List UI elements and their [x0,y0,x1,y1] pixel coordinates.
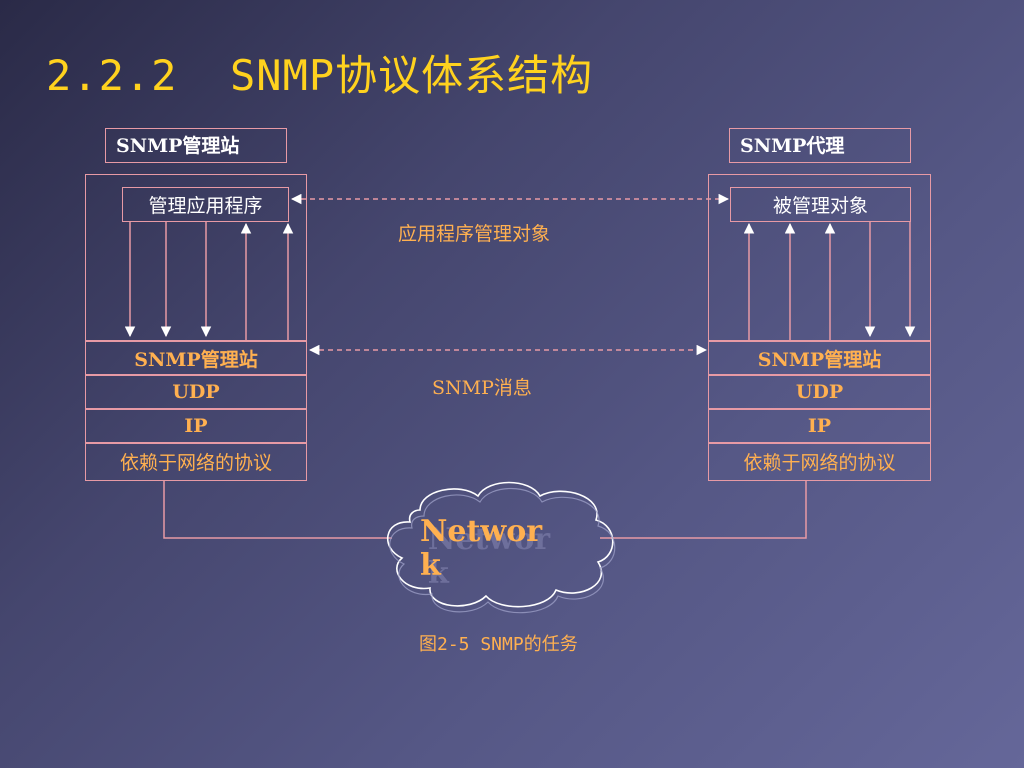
left-stack-udp: UDP [85,374,307,410]
msg-link-label: SNMP消息 [432,377,532,399]
right-outer-box [708,174,931,342]
left-stack-network-protocol: 依赖于网络的协议 [85,442,307,481]
network-label: Network [420,514,543,583]
right-stack-network-protocol: 依赖于网络的协议 [708,442,931,481]
left-network-line [163,480,392,539]
network-label-shadow: Network [428,522,551,591]
network-cloud-icon [386,481,616,614]
right-stack-snmp: SNMP管理站 [708,340,931,376]
right-stack-udp: UDP [708,374,931,410]
left-outer-box [85,174,307,342]
slide-title: 2.2.2 SNMP协议体系结构 [46,51,594,100]
app-link-label: 应用程序管理对象 [398,223,551,245]
right-stack-ip: IP [708,408,931,444]
right-header-label: SNMP代理 [740,135,845,157]
right-app-box: 被管理对象 [730,187,911,222]
left-stack-ip: IP [85,408,307,444]
right-network-line [600,480,807,539]
left-app-box: 管理应用程序 [122,187,289,222]
left-header-box [105,128,287,163]
figure-caption: 图2-5 SNMP的任务 [419,634,578,655]
left-header-label: SNMP管理站 [116,135,240,157]
left-stack-snmp: SNMP管理站 [85,340,307,376]
right-header-box [729,128,911,163]
